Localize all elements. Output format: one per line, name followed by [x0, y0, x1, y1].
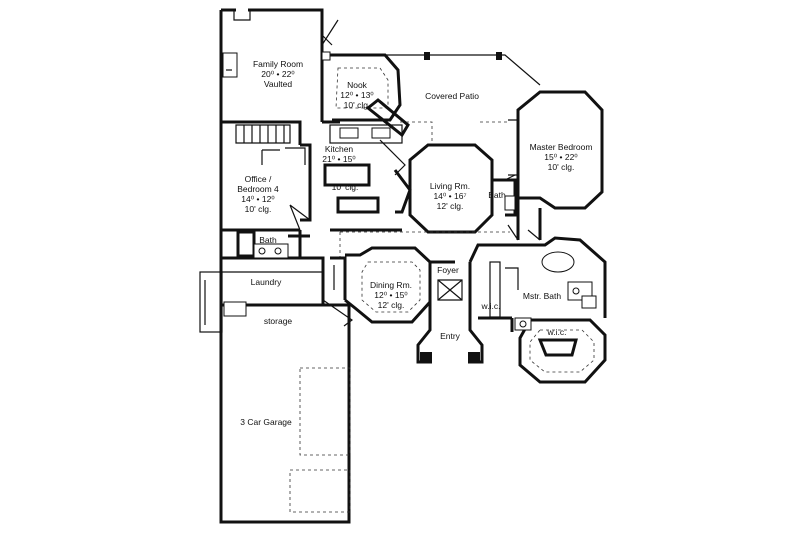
label-wic-right: w.i.c.	[547, 327, 567, 337]
master-suite-walls	[468, 236, 607, 384]
label-storage: storage	[264, 316, 293, 326]
label-laundry: Laundry	[251, 277, 282, 287]
label-bath-left: Bath	[259, 235, 277, 245]
center-bath-walls	[492, 174, 517, 217]
label-foyer: Foyer	[437, 265, 459, 275]
master-bedroom-walls	[507, 90, 604, 241]
label-covered-patio: Covered Patio	[425, 91, 479, 101]
label-mstr-bath: Mstr. Bath	[523, 291, 562, 301]
office-walls	[221, 120, 312, 259]
label-entry: Entry	[440, 331, 461, 341]
living-room-walls	[339, 143, 510, 258]
label-bath-center: Bath	[488, 190, 506, 200]
family-room-walls	[219, 8, 339, 258]
label-wic-left: w.i.c.	[481, 301, 501, 311]
patio-walls	[321, 51, 541, 145]
garage-walls	[199, 271, 351, 524]
label-garage: 3 Car Garage	[240, 417, 292, 427]
label-kitchen-clg: 10' clg.	[332, 182, 359, 192]
dining-room-walls	[330, 246, 432, 324]
foyer-walls	[416, 260, 484, 364]
